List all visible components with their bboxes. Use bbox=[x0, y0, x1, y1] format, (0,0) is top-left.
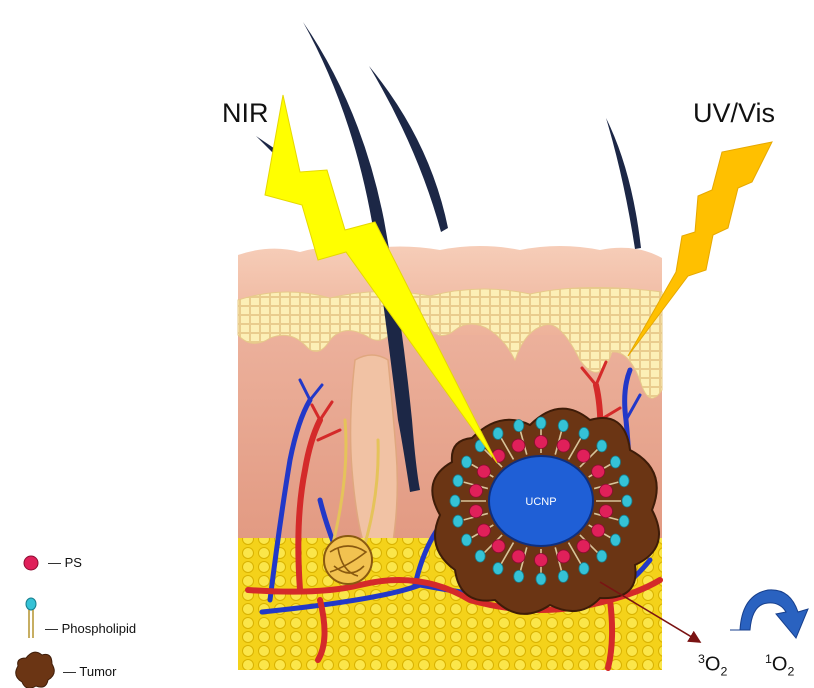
phospholipid-legend-icon bbox=[26, 598, 36, 638]
nir-label: NIR bbox=[222, 98, 269, 129]
ps-molecule bbox=[470, 505, 483, 518]
phospholipid-head bbox=[514, 570, 524, 582]
ps-molecule bbox=[477, 465, 490, 478]
ps-molecule bbox=[577, 540, 590, 553]
ps-molecule bbox=[512, 439, 525, 452]
ps-molecule bbox=[599, 484, 612, 497]
legend-ps-label: — PS bbox=[48, 555, 82, 570]
phospholipid-head bbox=[453, 515, 463, 527]
phospholipid-head bbox=[462, 534, 472, 546]
ps-molecule bbox=[535, 554, 548, 567]
ps-molecule bbox=[492, 449, 505, 462]
ucnp-nanoparticle: UCNP bbox=[489, 456, 593, 546]
phospholipid-head bbox=[610, 456, 620, 468]
phospholipid-head bbox=[558, 570, 568, 582]
oxygen-conversion-arrow bbox=[730, 590, 808, 638]
ucnp-label: UCNP bbox=[525, 496, 556, 508]
legend-phospholipid-label: — Phospholipid bbox=[45, 621, 136, 636]
ps-molecule bbox=[599, 505, 612, 518]
phospholipid-head bbox=[514, 420, 524, 432]
singlet-oxygen-label: 1O2 bbox=[765, 652, 794, 679]
phospholipid-head bbox=[597, 550, 607, 562]
ps-molecule bbox=[492, 540, 505, 553]
phospholipid-head bbox=[619, 515, 629, 527]
ps-molecule bbox=[470, 484, 483, 497]
phospholipid-head bbox=[610, 534, 620, 546]
phospholipid-head bbox=[579, 427, 589, 439]
phospholipid-head bbox=[493, 563, 503, 575]
ps-molecule bbox=[512, 550, 525, 563]
phospholipid-head bbox=[619, 475, 629, 487]
ps-molecule bbox=[477, 524, 490, 537]
phospholipid-head bbox=[536, 417, 546, 429]
phospholipid-head bbox=[453, 475, 463, 487]
triplet-oxygen-label: 3O2 bbox=[698, 652, 727, 679]
phospholipid-head bbox=[579, 563, 589, 575]
phospholipid-head bbox=[597, 440, 607, 452]
phospholipid-head bbox=[450, 495, 460, 507]
ps-molecule bbox=[557, 439, 570, 452]
legend-tumor-label: — Tumor bbox=[63, 664, 116, 679]
phospholipid-head bbox=[536, 573, 546, 585]
ps-molecule bbox=[557, 550, 570, 563]
phospholipid-head bbox=[462, 456, 472, 468]
hair-strand bbox=[606, 118, 641, 249]
ps-molecule bbox=[592, 524, 605, 537]
uv-vis-lightning-bolt bbox=[628, 142, 772, 356]
ps-molecule bbox=[577, 449, 590, 462]
phospholipid-head bbox=[622, 495, 632, 507]
ps-molecule bbox=[592, 465, 605, 478]
uv-vis-label: UV/Vis bbox=[693, 98, 775, 129]
phospholipid-head bbox=[475, 550, 485, 562]
phospholipid-head bbox=[493, 427, 503, 439]
uv-bolt-shape bbox=[628, 142, 772, 356]
ps-molecule bbox=[535, 436, 548, 449]
conversion-arc bbox=[730, 590, 808, 638]
gland-body bbox=[324, 536, 372, 584]
phospholipid-head bbox=[558, 420, 568, 432]
ps-legend-icon bbox=[24, 556, 38, 570]
tumor-legend-icon bbox=[16, 652, 55, 688]
sweat-gland bbox=[324, 536, 372, 584]
